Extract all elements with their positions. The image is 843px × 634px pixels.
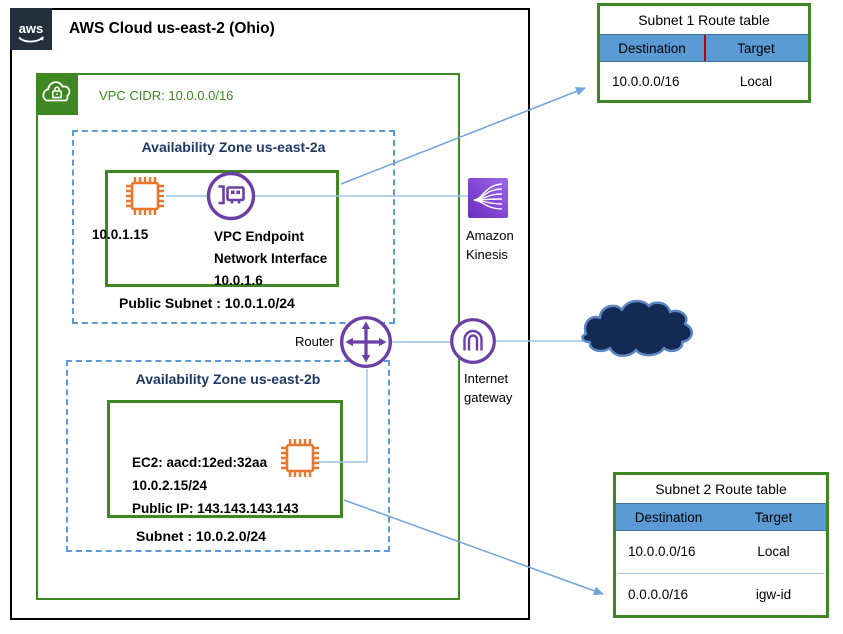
subnet2-label: Subnet : 10.0.2.0/24: [136, 528, 266, 544]
subnet2-route-table-title: Subnet 2 Route table: [655, 481, 787, 497]
subnet1-route-table-title: Subnet 1 Route table: [638, 12, 770, 28]
kinesis-label-line1: Amazon: [466, 228, 514, 243]
vpc-endpoint-network-interface-icon: [205, 170, 257, 222]
az-b-title: Availability Zone us-east-2b: [135, 371, 321, 387]
igw-label-line1: Internet: [464, 371, 509, 386]
subnet2-route-table: Subnet 2 Route table Destination Target …: [613, 472, 829, 618]
amazon-kinesis-icon: [468, 178, 508, 218]
header-red-divider: [704, 35, 706, 61]
header-target: Target: [737, 40, 775, 56]
instance-b-id: EC2: aacd:12ed:32aa: [132, 455, 268, 470]
az-a-boundary: [72, 130, 395, 324]
kinesis-label: Amazon Kinesis: [466, 226, 514, 264]
route-destination: 10.0.0.0/16: [612, 73, 680, 89]
header-destination: Destination: [618, 40, 686, 56]
ec2-chip-icon: [279, 437, 321, 479]
endpoint-label-line3: 10.0.1.6: [214, 273, 263, 288]
router-icon: [338, 314, 394, 370]
aws-logo-text: aws: [19, 21, 44, 36]
internet-gateway-label: Internet gateway: [464, 369, 512, 407]
instance-b-details: EC2: aacd:12ed:32aa 10.0.2.15/24 Public …: [132, 451, 299, 520]
az-a-title: Availability Zone us-east-2a: [141, 139, 326, 155]
igw-label-line2: gateway: [464, 390, 513, 405]
az-b-boundary: [66, 360, 390, 552]
instance-b-public-ip: Public IP: 143.143.143.143: [132, 501, 299, 516]
route-target: igw-id: [755, 586, 792, 602]
vpc-cidr-label: VPC CIDR: 10.0.0.0/16: [99, 88, 234, 103]
aws-cloud-boundary: [10, 8, 530, 620]
instance-b-ip: 10.0.2.15/24: [132, 478, 208, 493]
ec2-chip-icon: [124, 175, 166, 217]
header-target: Target: [754, 509, 793, 525]
table-row: 10.0.0.0/16 Local: [616, 531, 826, 573]
internet-cloud-shape: [572, 292, 700, 362]
header-destination: Destination: [634, 509, 703, 525]
internet-gateway-icon: [448, 316, 498, 366]
instance-a-ip-label: 10.0.1.15: [92, 227, 149, 242]
table-row: 0.0.0.0/16 igw-id: [616, 574, 826, 616]
aws-logo: aws: [10, 8, 52, 50]
endpoint-label-line1: VPC Endpoint: [214, 229, 304, 244]
route-destination: 0.0.0.0/16: [628, 586, 689, 602]
kinesis-label-line2: Kinesis: [466, 247, 508, 262]
endpoint-label: VPC Endpoint Network Interface 10.0.1.6: [214, 226, 327, 292]
route-destination: 10.0.0.0/16: [628, 544, 696, 560]
subnet1-route-table-header: Destination Target: [600, 34, 808, 62]
subnet1-route-table: Subnet 1 Route table Destination Target …: [597, 3, 811, 103]
table-row: 10.0.0.0/16 Local: [600, 62, 808, 100]
row-divider: [618, 572, 824, 574]
vpc-cloud-lock-icon: [36, 73, 78, 115]
endpoint-label-line2: Network Interface: [214, 251, 328, 266]
route-target: Local: [739, 73, 773, 89]
public-subnet-label: Public Subnet : 10.0.1.0/24: [119, 295, 295, 311]
public-subnet-box: [105, 170, 339, 287]
route-target: Local: [757, 544, 790, 560]
subnet2-route-table-header: Destination Target: [616, 503, 826, 531]
diagram-title: AWS Cloud us-east-2 (Ohio): [69, 20, 275, 37]
router-label: Router: [294, 334, 334, 349]
